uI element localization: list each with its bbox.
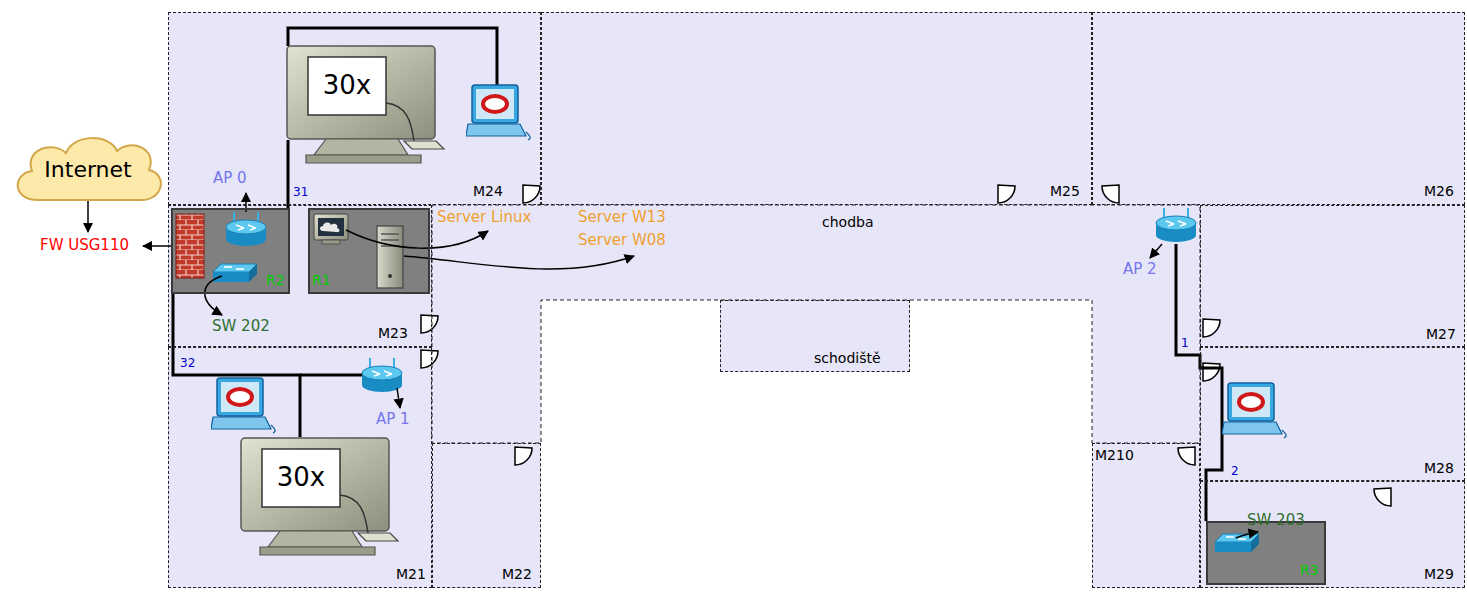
device-label: SW 203 [1247,512,1305,529]
pc-group: 30x [240,437,390,532]
room-label: M22 [502,566,532,582]
corridor-shape [432,205,1200,443]
server-label: Server W08 [578,232,666,249]
device-label: FW USG110 [40,237,129,254]
corridor-area: chodba [432,205,1200,443]
room-label: M21 [396,566,426,582]
room-label: schodiště [814,350,881,366]
room-area: M26 [1092,12,1465,205]
node-text: 30x [277,463,325,493]
laptop-icon [211,378,275,433]
linux-pc-icon [314,214,348,244]
room-label: M25 [1050,183,1080,199]
router-icon [1156,208,1196,242]
server-icon [377,226,403,288]
room-area: M23 R2 R1 [168,205,432,347]
server-label: Server Linux [437,209,531,226]
room-area: M28 [1200,347,1465,481]
device-label: SW 202 [212,318,270,335]
room-area: M25 [541,12,1092,205]
room-label: M28 [1424,460,1454,476]
room-label: M26 [1424,183,1454,199]
door-symbol [421,185,1391,506]
rack-box: R3 [1206,521,1326,585]
rack-label: R2 [266,272,285,288]
cloud-outline [18,138,161,200]
pc-monitor [241,438,398,555]
callout-number: 2 [1231,465,1239,479]
room-area: M29 R3 [1200,481,1465,588]
network-cable [173,294,300,437]
pc-monitor [287,46,444,163]
pc-group: 30x [286,45,436,140]
room-label: M27 [1426,326,1456,342]
laptop-icon [1222,383,1286,438]
node-text: 30x [323,71,371,101]
callout-number: 1 [1181,337,1189,351]
leader-line [88,193,1258,538]
internet-cloud: Internet [8,130,168,210]
router-icon [226,212,266,246]
room-label: M23 [378,325,408,341]
laptop-icon [466,85,530,140]
switch-icon [1215,534,1259,552]
rack-box: R1 [308,208,430,294]
corridor-outline [432,205,1200,443]
rack-label: R1 [312,272,331,288]
server-label: Server W13 [578,209,666,226]
room-area: M210 [1092,443,1200,588]
router-icon [362,358,402,392]
device-label: AP 1 [376,411,410,428]
room-area: M21 30x [168,347,432,588]
room-area: M27 [1200,205,1465,347]
stairs-area: schodiště [720,300,910,372]
network-cable [287,140,290,208]
node-text: Internet [44,157,131,182]
room-area: M22 [432,443,541,588]
rack-box: R2 [171,208,290,294]
switch-icon [213,264,257,282]
cable [288,28,1222,521]
room-label: M24 [473,183,503,199]
device-label: AP 2 [1123,261,1157,278]
firewall-icon [176,214,204,278]
room-label: M29 [1424,566,1454,582]
room-fill [168,12,1465,588]
rack-fill [171,208,1326,585]
callout-number: 32 [180,357,195,371]
room-label: M210 [1095,447,1134,463]
room-label: chodba [822,214,874,230]
device-label: AP 0 [213,170,247,187]
callout-number: 31 [293,186,308,200]
rack-label: R3 [1300,562,1319,578]
